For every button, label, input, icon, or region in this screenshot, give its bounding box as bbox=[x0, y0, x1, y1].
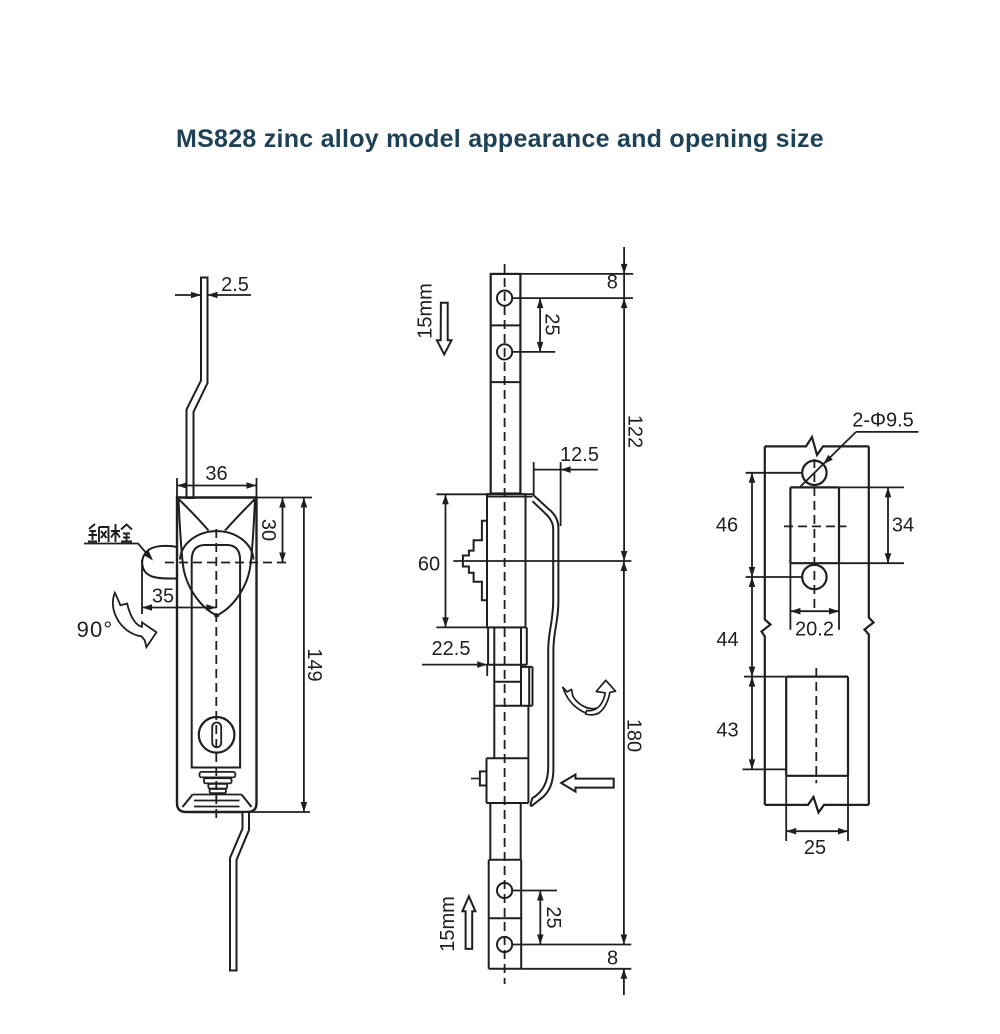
svg-text:60: 60 bbox=[418, 554, 440, 576]
svg-text:122: 122 bbox=[624, 415, 646, 448]
svg-text:44: 44 bbox=[716, 629, 738, 651]
svg-text:30: 30 bbox=[257, 519, 279, 541]
svg-text:22.5: 22.5 bbox=[432, 638, 471, 660]
svg-text:MS828 zinc alloy model appeara: MS828 zinc alloy model appearance and op… bbox=[176, 125, 824, 153]
svg-text:2.5: 2.5 bbox=[221, 274, 249, 296]
svg-text:149: 149 bbox=[303, 648, 325, 681]
svg-text:15mm: 15mm bbox=[415, 283, 437, 339]
svg-text:35: 35 bbox=[152, 586, 174, 608]
svg-text:25: 25 bbox=[804, 837, 826, 859]
svg-text:180: 180 bbox=[623, 719, 645, 752]
svg-text:34: 34 bbox=[892, 515, 914, 537]
svg-text:2-Φ9.5: 2-Φ9.5 bbox=[852, 410, 914, 432]
svg-text:43: 43 bbox=[716, 720, 738, 742]
svg-text:46: 46 bbox=[716, 515, 738, 537]
svg-text:20.2: 20.2 bbox=[795, 619, 834, 641]
svg-text:25: 25 bbox=[542, 906, 564, 928]
svg-text:15mm: 15mm bbox=[437, 896, 459, 952]
svg-text:25: 25 bbox=[541, 313, 563, 335]
svg-text:36: 36 bbox=[205, 463, 227, 485]
svg-text:8: 8 bbox=[607, 272, 618, 294]
svg-text:90°: 90° bbox=[77, 617, 114, 642]
svg-text:8: 8 bbox=[607, 948, 618, 970]
svg-text:12.5: 12.5 bbox=[560, 444, 599, 466]
